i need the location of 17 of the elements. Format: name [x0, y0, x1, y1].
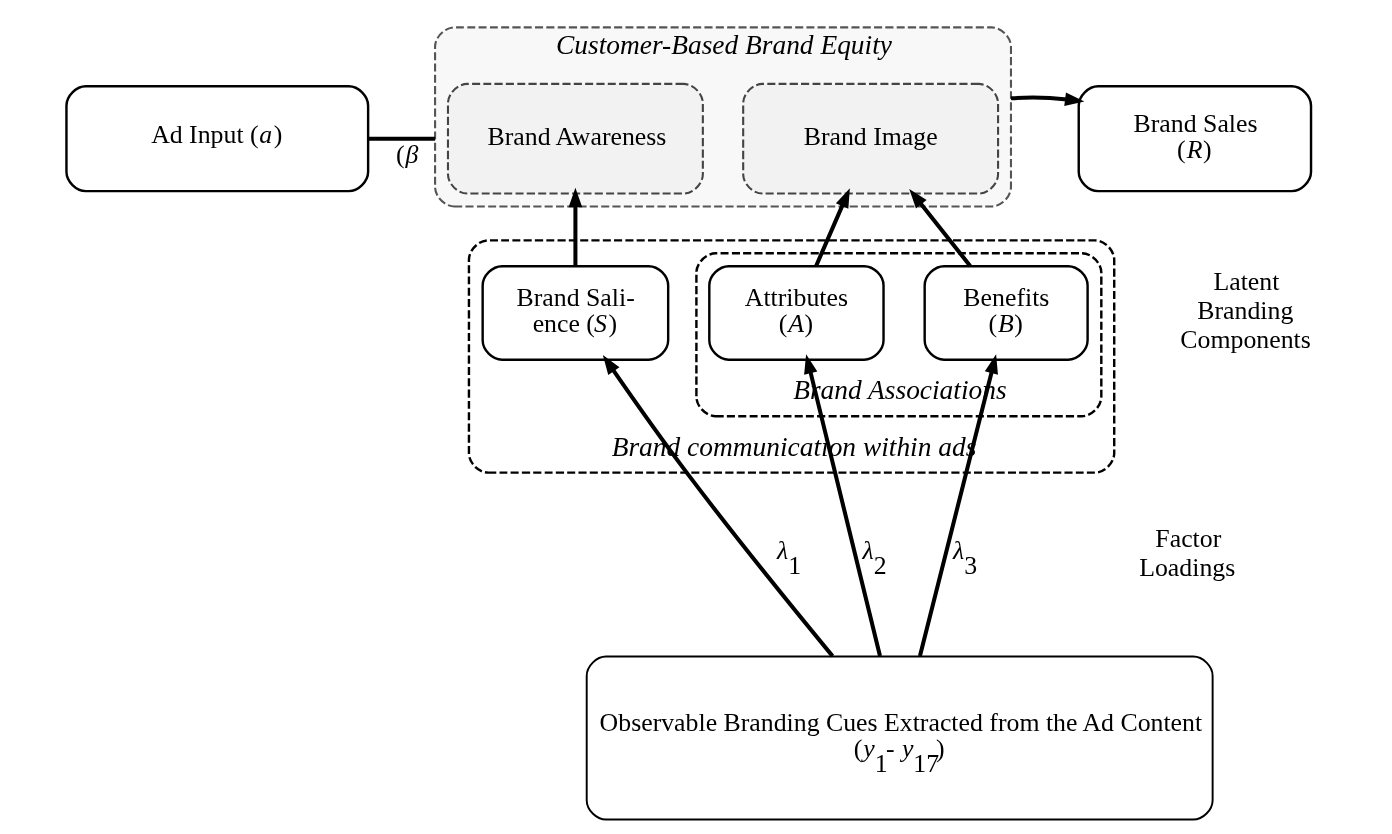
edge-label: (β	[395, 139, 419, 169]
node-box: Attributes (A)	[708, 264, 885, 361]
arrow	[568, 187, 583, 266]
node-box: Benefits (B)	[923, 264, 1089, 361]
node-box: Brand Sales (R)	[1077, 85, 1313, 193]
arrow	[602, 355, 835, 658]
node-box: Ad Input (a)	[65, 85, 370, 193]
node-box: Brand Image	[742, 82, 1000, 195]
label: Latent Branding Components	[1180, 267, 1311, 355]
node-box: Brand Awareness	[446, 82, 704, 195]
node-box: Brand Sali- ence (S)	[481, 264, 670, 361]
label: Factor Loadings	[1139, 523, 1236, 582]
connector	[368, 136, 436, 141]
arrow	[1010, 92, 1085, 106]
arrow	[814, 188, 850, 267]
arrow	[804, 354, 882, 657]
arrow	[918, 354, 998, 657]
